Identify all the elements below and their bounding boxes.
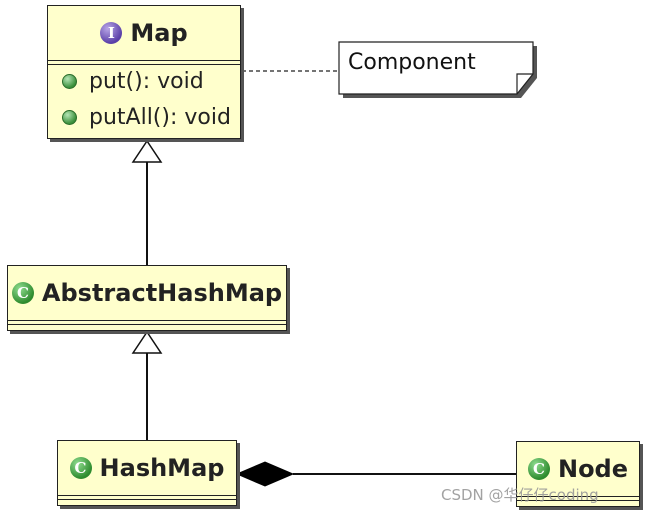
interface-icon: I [100,22,123,44]
watermark: CSDN @华仔仔coding [441,486,599,504]
note-shape [338,41,537,98]
map-header: I Map [48,6,240,60]
map-method-put: put(): void [48,63,240,99]
node-separator [517,496,639,501]
map-method-putall: putAll(): void [48,99,240,135]
map-name: Map [130,19,188,47]
class-icon: C [69,457,92,479]
note-component-text: Component [348,50,476,75]
abstract-hash-map-separator [8,320,286,325]
generalization-arrowhead-abstract [131,330,163,354]
node-class-box[interactable]: C Node [516,441,640,507]
abstract-hash-map-class-box[interactable]: C AbstractHashMap [7,265,287,331]
hash-map-name: HashMap [99,454,225,482]
hash-map-class-box[interactable]: C HashMap [57,440,237,506]
public-method-icon [62,73,77,89]
hash-map-separator [58,495,236,500]
abstract-hash-map-header: C AbstractHashMap [8,266,286,320]
map-separator [48,60,240,65]
class-icon: C [527,458,550,480]
composition-diamond [235,461,295,487]
node-name: Node [557,455,629,483]
hash-map-header: C HashMap [58,441,236,495]
node-header: C Node [517,442,639,496]
map-interface-box[interactable]: I Map put(): void putAll(): void [47,5,241,139]
class-icon: C [11,282,34,304]
public-method-icon [62,109,77,125]
generalization-arrowhead-map [131,139,163,163]
abstract-hash-map-name: AbstractHashMap [41,279,283,307]
